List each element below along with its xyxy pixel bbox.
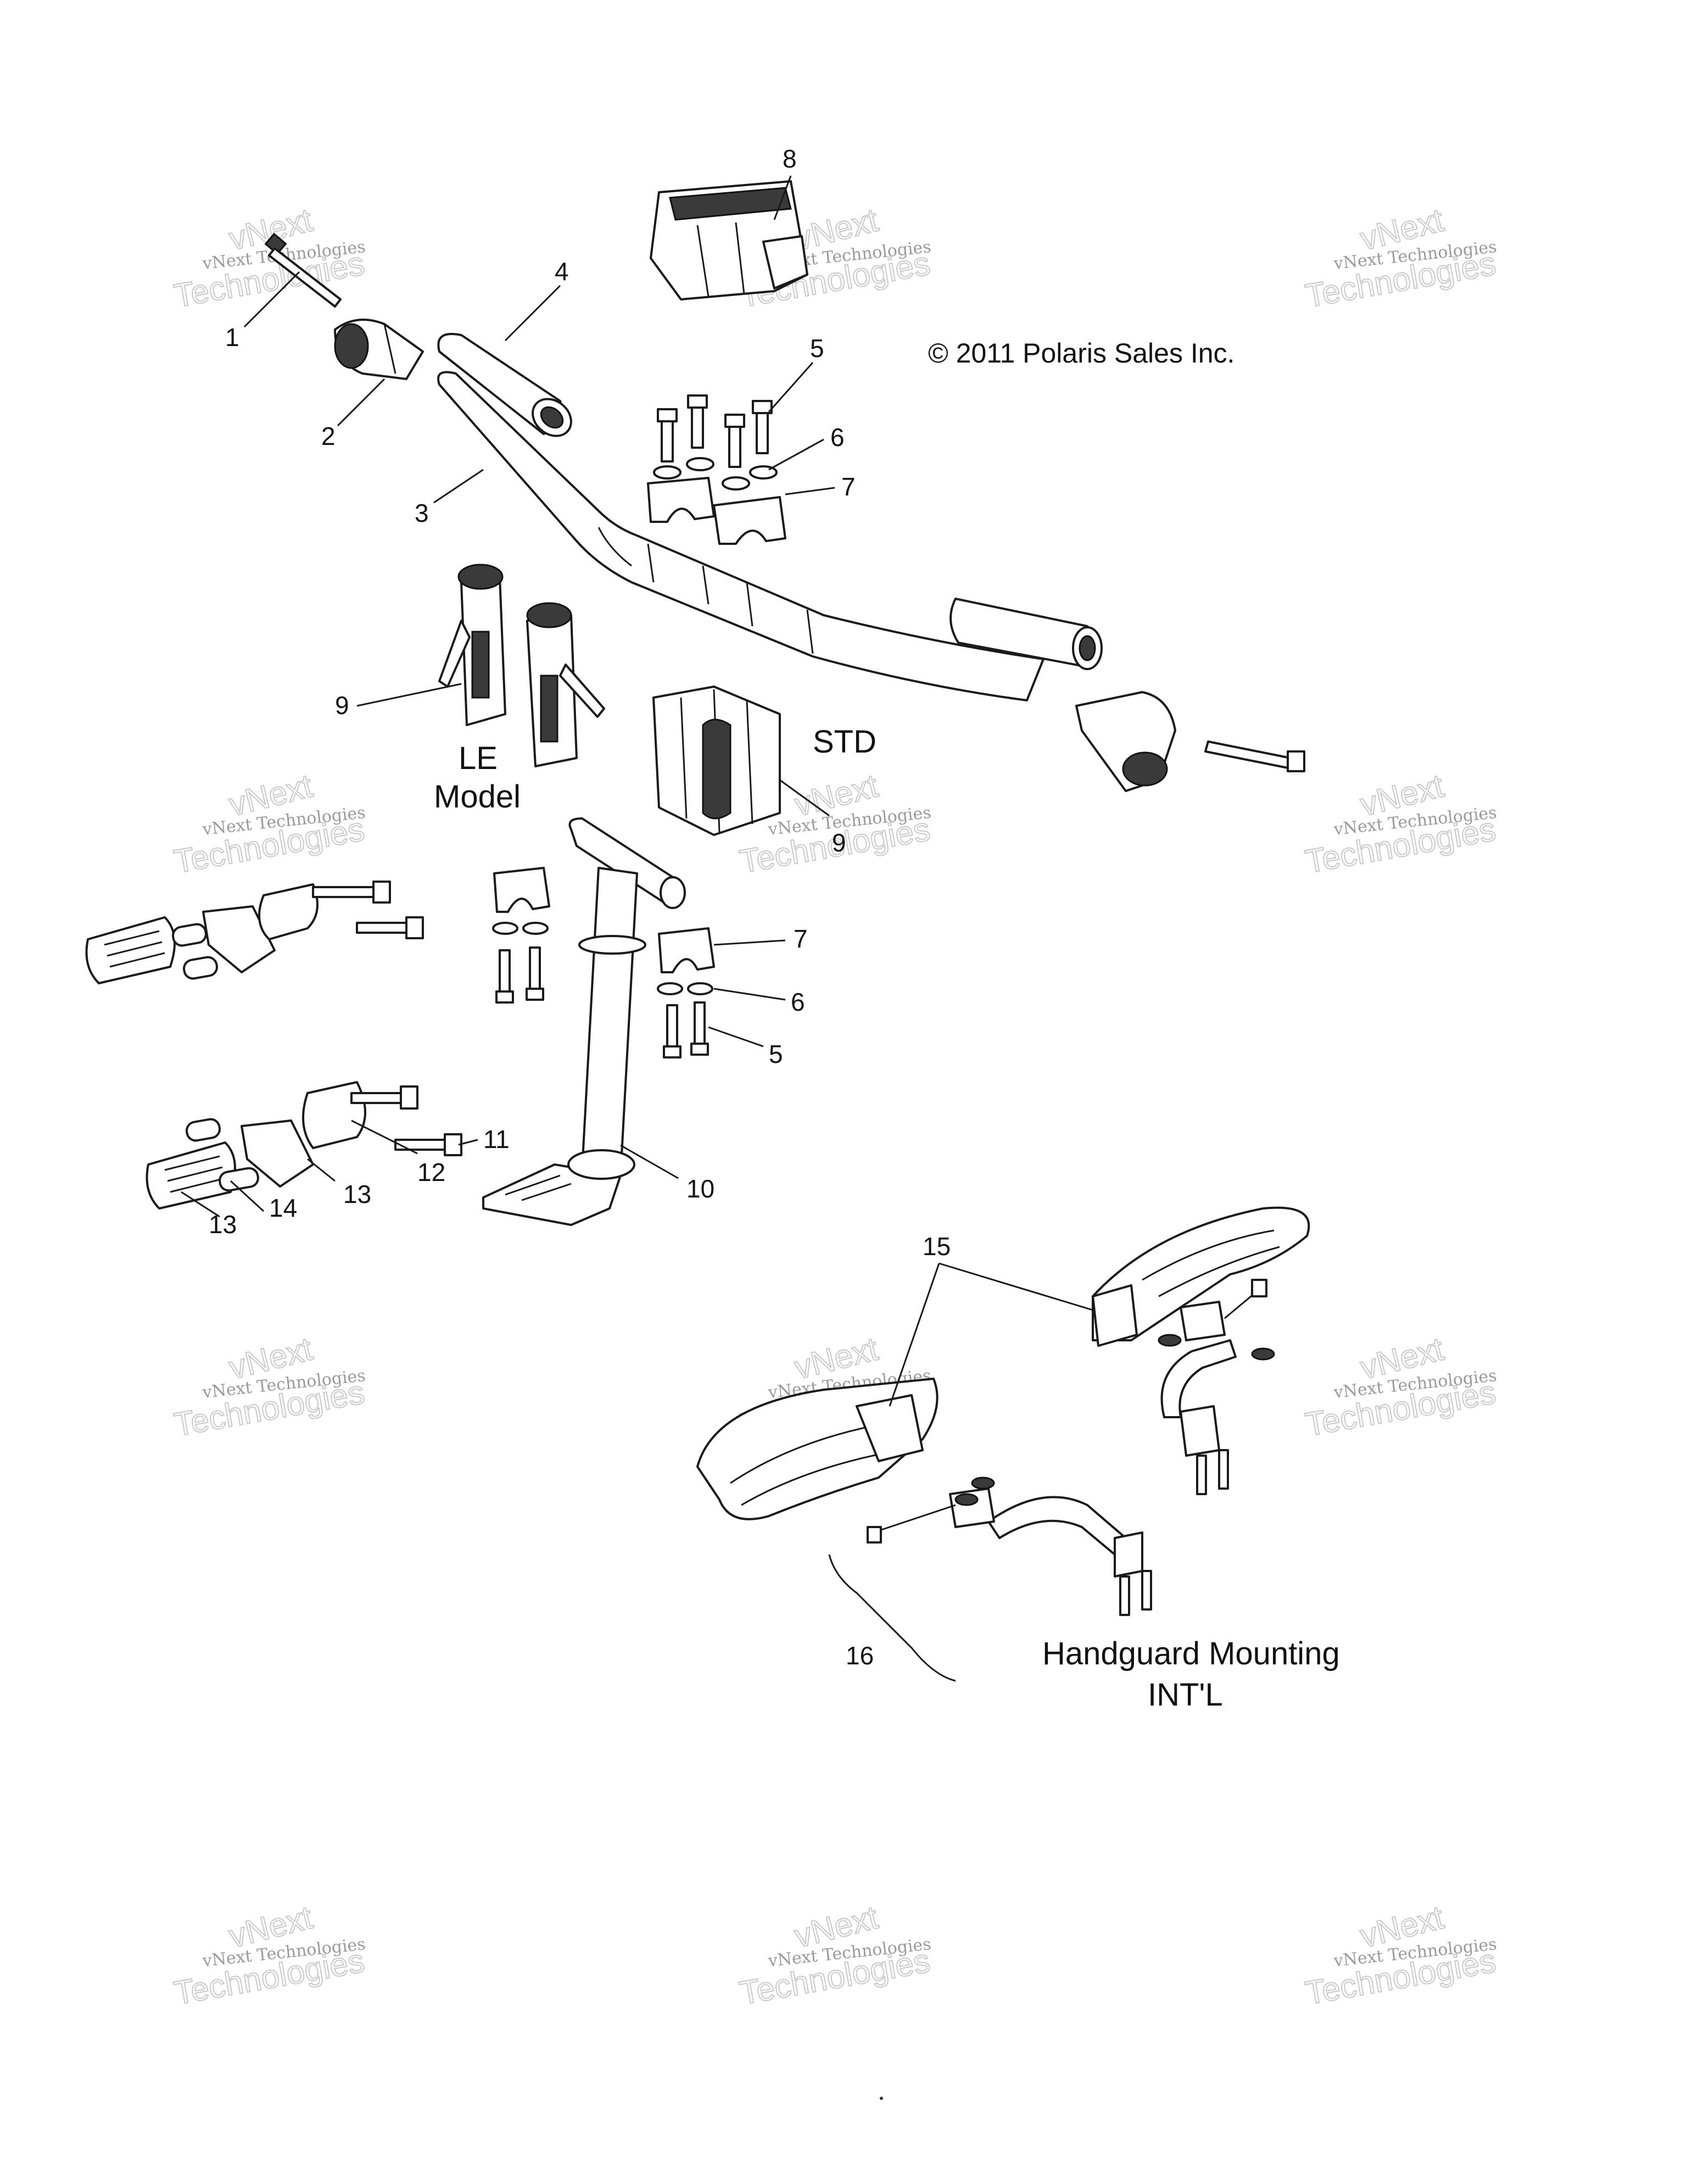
part-3-handlebar xyxy=(437,371,1044,701)
part-15-handguards xyxy=(696,1206,1310,1520)
callout-14: 14 xyxy=(269,1194,297,1222)
callout-5: 5 xyxy=(810,334,824,363)
callout-3: 3 xyxy=(415,499,429,527)
part-7-clamps-upper xyxy=(647,477,786,545)
callout-12: 12 xyxy=(417,1158,445,1186)
part-10-steering-post xyxy=(482,817,686,1226)
callout-9: 9 xyxy=(335,691,349,720)
part-2-bar-end-right xyxy=(1075,691,1176,792)
handguard-label-line2: INT'L xyxy=(1148,1677,1223,1713)
callout-16: 16 xyxy=(846,1641,874,1670)
handguard-label-line1: Handguard Mounting xyxy=(1042,1636,1340,1672)
part-2-bar-end xyxy=(334,319,424,380)
parts-11-14-lower-group xyxy=(146,1081,462,1210)
callout-4: 4 xyxy=(555,257,569,286)
callout-8: 8 xyxy=(783,144,797,173)
part-1-bolt-right xyxy=(1204,740,1305,772)
callout-1: 1 xyxy=(225,323,239,352)
part-4-grip-right xyxy=(949,598,1103,670)
part-5-bolts-lower xyxy=(495,946,709,1058)
watermark: vNext Technologies Technologies vNext xyxy=(736,1898,934,2012)
part-16-handguard-mounting xyxy=(828,1279,1275,1682)
callout-numbers: 1 2 3 4 5 6 7 8 9 9 7 6 5 11 10 12 13 14… xyxy=(209,144,951,1670)
watermarks: vNext Technologies Technologies vNext vN… xyxy=(171,200,1499,2012)
callout-6: 6 xyxy=(830,423,845,452)
watermark: vNext Technologies Technologies vNext xyxy=(171,766,368,881)
callout-15: 15 xyxy=(923,1232,951,1261)
watermark: vNext Technologies Technologies vNext xyxy=(1302,1329,1499,1444)
callout-7: 7 xyxy=(841,472,856,501)
le-label-line2: Model xyxy=(434,779,521,815)
part-6-washers-lower xyxy=(492,922,713,995)
part-9-std-riser xyxy=(652,686,781,836)
callout-13: 13 xyxy=(209,1210,237,1239)
callout-7: 7 xyxy=(794,924,808,953)
parts-11-14-upper-group xyxy=(85,881,424,984)
leader-lines xyxy=(181,175,1093,1407)
part-1-bolt xyxy=(264,232,342,308)
part-4-grip-left xyxy=(437,333,572,437)
part-9-le-risers xyxy=(438,564,605,767)
copyright-text: © 2011 Polaris Sales Inc. xyxy=(928,338,1234,369)
callout-10: 10 xyxy=(686,1174,714,1203)
callout-5: 5 xyxy=(769,1040,783,1068)
callout-9: 9 xyxy=(832,828,846,857)
callout-11: 11 xyxy=(483,1125,510,1154)
watermark: vNext Technologies Technologies vNext xyxy=(171,1329,368,1444)
le-label-line1: LE xyxy=(459,740,498,776)
callout-2: 2 xyxy=(321,422,336,450)
watermark: vNext Technologies Technologies vNext xyxy=(171,1898,368,2012)
callout-13: 13 xyxy=(343,1180,371,1208)
watermark: vNext Technologies Technologies vNext xyxy=(1302,766,1499,881)
part-8-bar-pad xyxy=(650,180,808,300)
page-dot xyxy=(880,2097,883,2100)
watermark: vNext Technologies Technologies vNext xyxy=(1302,200,1499,315)
part-7-clamps-lower xyxy=(493,867,715,973)
part-6-washers-upper xyxy=(653,457,778,491)
watermark: vNext Technologies Technologies vNext xyxy=(1302,1898,1499,2012)
std-label: STD xyxy=(813,724,876,760)
callout-6: 6 xyxy=(791,988,805,1016)
part-5-bolts-upper xyxy=(657,394,773,468)
